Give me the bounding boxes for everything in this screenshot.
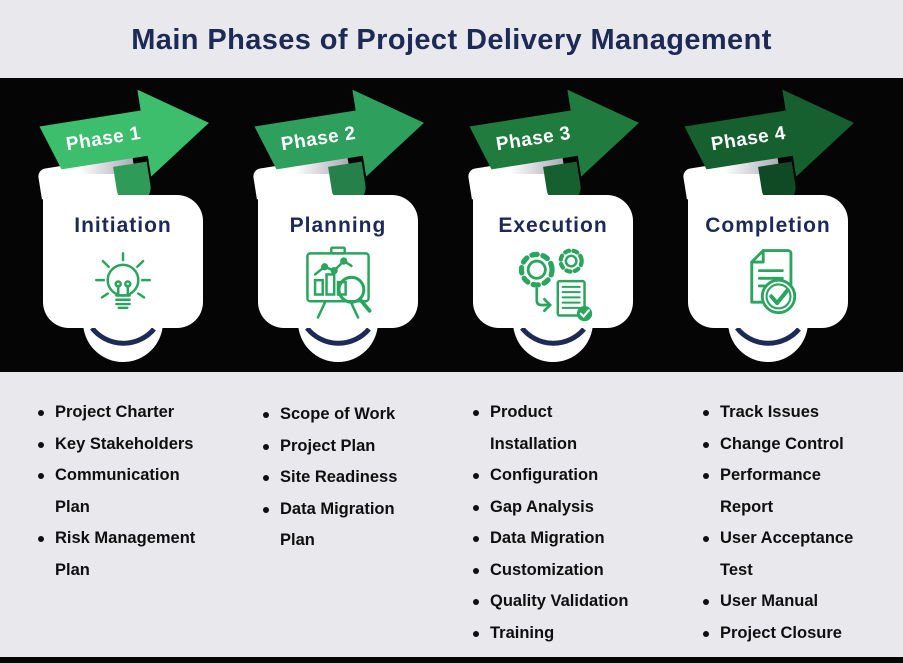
phase-column-initiation: Phase 1 Initiation (8, 78, 223, 372)
icon-wrap (473, 240, 633, 328)
list-item: Change Control (701, 429, 893, 461)
crescent-arc (305, 326, 371, 346)
icon-wrap (258, 240, 418, 328)
phase-column-completion: Phase 4 Completion (653, 78, 868, 372)
list-item: Site Readiness (261, 462, 453, 494)
crescent-arc (520, 326, 586, 346)
card-title: Completion (705, 214, 831, 237)
list-item: Configuration (471, 460, 663, 492)
gears-checklist-icon (518, 248, 593, 322)
bottom-border (0, 657, 903, 663)
list-item: User Manual (701, 586, 893, 618)
icon-wrap (688, 240, 848, 328)
list-item: Project Charter (36, 397, 228, 429)
lightbulb-icon (95, 252, 151, 310)
list-item: Data Migration (471, 523, 663, 555)
icon-wrap (43, 240, 203, 328)
card-title: Execution (498, 214, 608, 237)
page-title: Main Phases of Project Delivery Manageme… (131, 24, 772, 56)
crescent-arc (735, 326, 801, 346)
card-title: Planning (289, 214, 387, 237)
phases-band: Phase 1 Initiation Phase 2 Planning (0, 78, 903, 372)
phase-column-execution: Phase 3 Execution (438, 78, 653, 372)
phase-arrow-label: Phase 1 (64, 122, 143, 156)
list-item: Quality Validation (471, 586, 663, 618)
phase-card (473, 195, 633, 328)
phase-arrow-label: Phase 3 (494, 122, 573, 156)
list-item: Gap Analysis (471, 492, 663, 524)
list-item: Project Closure (701, 618, 893, 650)
phase-arrow-label: Phase 4 (709, 122, 788, 156)
phase-card (258, 195, 418, 328)
chart-board-magnifier-icon (306, 246, 372, 319)
list-item: Customization (471, 555, 663, 587)
list-item: Project Plan (261, 431, 453, 463)
list-item: Training (471, 618, 663, 650)
phase-column-planning: Phase 2 Planning (223, 78, 438, 372)
document-check-icon (750, 249, 797, 315)
list-item: Track Issues (701, 397, 893, 429)
crescent-arc (90, 326, 156, 346)
phase-arrow-label: Phase 2 (279, 122, 358, 156)
list-item: Key Stakeholders (36, 429, 228, 461)
phase-card (43, 195, 203, 328)
card-title: Initiation (74, 214, 172, 237)
list-item: Scope of Work (261, 399, 453, 431)
